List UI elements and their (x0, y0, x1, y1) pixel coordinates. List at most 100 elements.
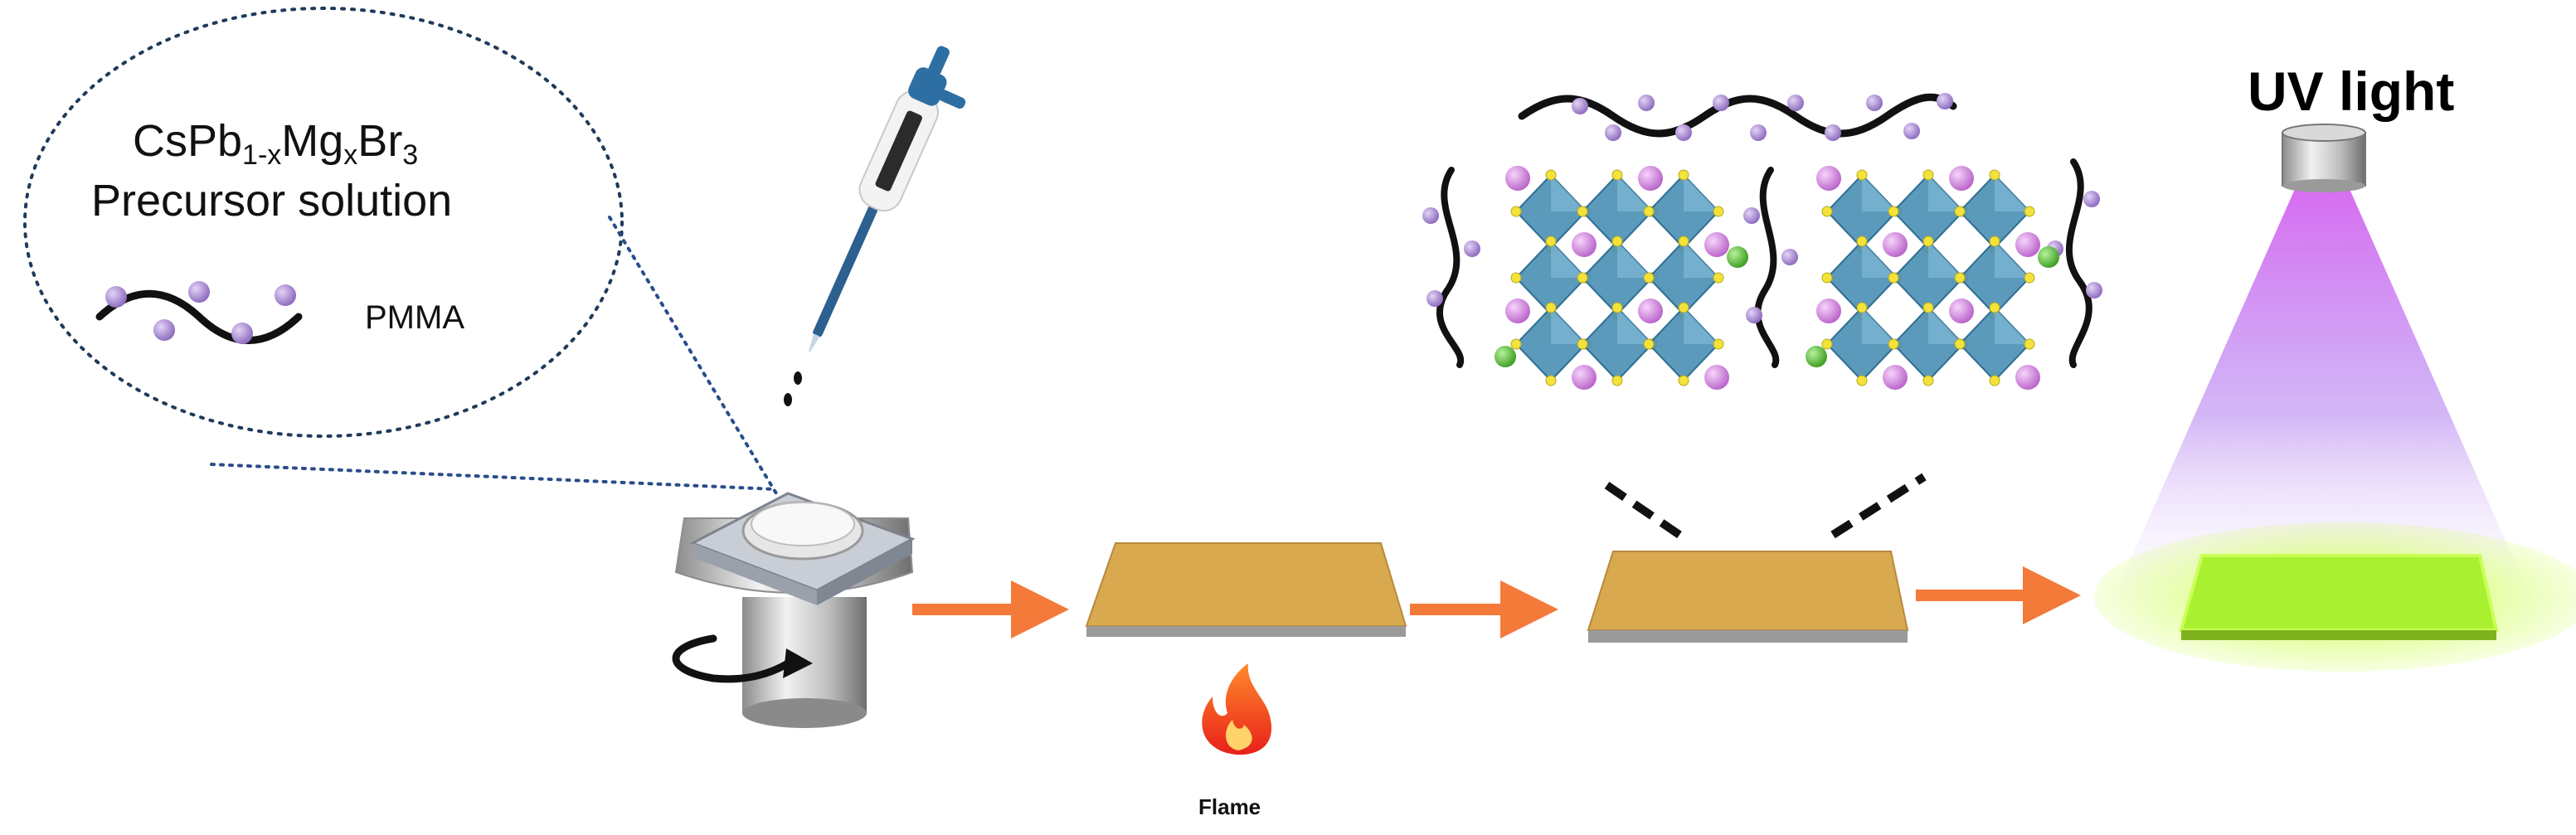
perovskite-lattice-left (1495, 166, 1748, 390)
cs-atom (2015, 365, 2040, 390)
halide-atom (1989, 235, 2000, 247)
cs-atom (1949, 299, 1974, 323)
cs-atom (2015, 232, 2040, 257)
halide-atom (1577, 206, 1588, 217)
octahedron-face (1684, 175, 1718, 211)
octahedron-face (1551, 241, 1586, 278)
halide-atom (1856, 235, 1868, 247)
octahedron-face (1617, 308, 1652, 344)
pmma-legend-label: PMMA (365, 299, 464, 336)
uv-light-label: UV light (2248, 61, 2455, 122)
halide-atom (1989, 302, 2000, 313)
octahedron-face (1551, 308, 1586, 344)
mg-atom (1495, 346, 1516, 367)
octahedron-face (1862, 308, 1897, 344)
zoom-dash-lines (1598, 473, 1927, 539)
octahedron-face (1995, 241, 2029, 278)
halide-atom (2024, 272, 2035, 284)
halide-atom (1888, 272, 1899, 284)
halide-atom (1545, 235, 1557, 247)
halide-atom (1510, 206, 1522, 217)
octahedron-face (1862, 241, 1897, 278)
octahedron-face (1995, 308, 2029, 344)
halide-atom (1713, 206, 1724, 217)
halide-atom (1611, 169, 1623, 181)
precursor-solution-label: Precursor solution (91, 176, 453, 226)
halide-atom (1821, 272, 1833, 284)
halide-atom (1713, 272, 1724, 284)
octahedron-face (1862, 175, 1897, 211)
halide-atom (1678, 302, 1689, 313)
flame-label: Flame (1198, 794, 1261, 819)
halide-atom (2024, 206, 2035, 217)
octahedron-face (1617, 241, 1652, 278)
halide-atom (1922, 302, 1934, 313)
octahedron-face (1995, 175, 2029, 211)
halide-atom (1856, 169, 1868, 181)
cs-atom (1949, 166, 1974, 191)
halide-atom (1954, 206, 1966, 217)
halide-atom (1922, 375, 1934, 386)
cs-atom (1816, 299, 1841, 323)
spin-coater-icon (674, 492, 916, 728)
glowing-film (2094, 522, 2576, 672)
mg-atom (1806, 346, 1827, 367)
uv-lamp-icon (2282, 124, 2366, 192)
cs-atom (1505, 299, 1530, 323)
halide-atom (1611, 302, 1623, 313)
halide-atom (1954, 338, 1966, 350)
halide-atom (1643, 338, 1655, 350)
cs-atom (1883, 232, 1908, 257)
halide-atom (1510, 338, 1522, 350)
cs-atom (1638, 166, 1663, 191)
substrate-film-1 (1085, 542, 1407, 637)
mg-atom (2038, 246, 2059, 268)
precursor-inset (23, 7, 785, 507)
cs-atom (1638, 299, 1663, 323)
halide-atom (1989, 375, 2000, 386)
halide-atom (1545, 169, 1557, 181)
halide-atom (1611, 235, 1623, 247)
octahedron-face (1928, 241, 1963, 278)
octahedron-face (1684, 241, 1718, 278)
halide-atom (1989, 169, 2000, 181)
droplets (784, 371, 802, 406)
octahedron-face (1928, 175, 1963, 211)
halide-atom (1856, 375, 1868, 386)
halide-atom (1888, 338, 1899, 350)
substrate-film-2 (1587, 551, 1909, 643)
halide-atom (1713, 338, 1724, 350)
halide-atom (1821, 206, 1833, 217)
pipette-icon (809, 46, 966, 352)
rotation-arrow-icon (672, 634, 813, 683)
halide-atom (1678, 235, 1689, 247)
formula-label: CsPb1-xMgxBr3 (133, 116, 419, 171)
cs-atom (1816, 166, 1841, 191)
halide-atom (1856, 302, 1868, 313)
octahedron-face (1617, 175, 1652, 211)
halide-atom (1545, 375, 1557, 386)
zoom-guide-lines (210, 216, 785, 507)
octahedron-face (1684, 308, 1718, 344)
halide-atom (1888, 206, 1899, 217)
flame-icon (1202, 663, 1272, 755)
cs-atom (1704, 365, 1729, 390)
halide-atom (1954, 272, 1966, 284)
halide-atom (2024, 338, 2035, 350)
cs-atom (1572, 232, 1597, 257)
halide-atom (1643, 206, 1655, 217)
halide-atom (1577, 338, 1588, 350)
cs-atom (1572, 365, 1597, 390)
process-arrows (912, 566, 2081, 638)
halide-atom (1611, 375, 1623, 386)
halide-atom (1545, 302, 1557, 313)
cs-atom (1883, 365, 1908, 390)
octahedron-face (1551, 175, 1586, 211)
halide-atom (1510, 272, 1522, 284)
halide-atom (1922, 235, 1934, 247)
mg-atom (1727, 246, 1748, 268)
halide-atom (1678, 169, 1689, 181)
uv-beam (2107, 174, 2538, 614)
